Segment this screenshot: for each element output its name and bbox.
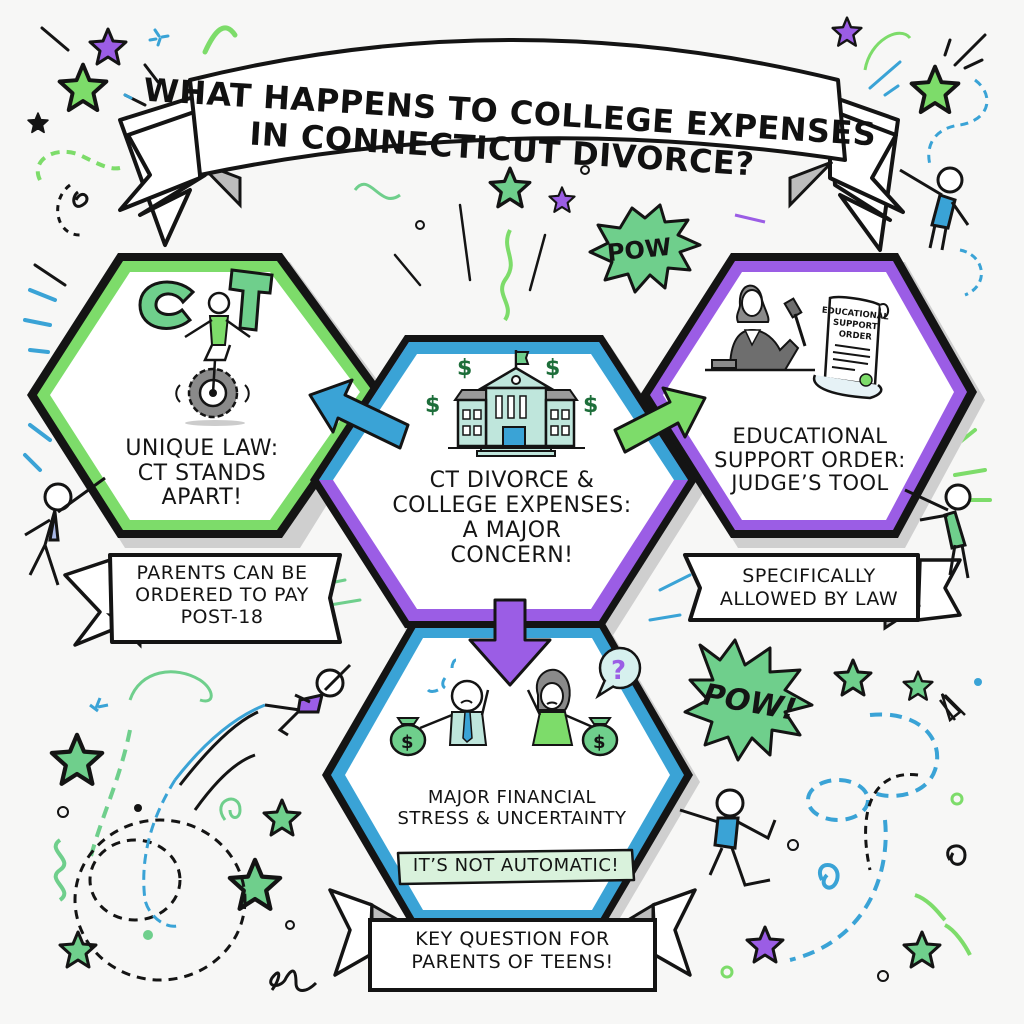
star-icon bbox=[52, 735, 102, 784]
left-node-line-1: UNIQUE LAW: bbox=[125, 436, 279, 461]
center-node-text: CT DIVORCE & COLLEGE EXPENSES: A MAJOR C… bbox=[352, 468, 672, 568]
banner-right-line-1: SPECIFICALLY bbox=[742, 565, 876, 587]
banner-right-text: SPECIFICALLY ALLOWED BY LAW bbox=[700, 565, 918, 611]
arrow-to-bottom bbox=[468, 598, 552, 687]
svg-text:SUPPORT: SUPPORT bbox=[832, 318, 878, 333]
star-icon bbox=[745, 925, 785, 964]
stick-figure-running bbox=[679, 788, 777, 887]
banner-left-text: PARENTS CAN BE ORDERED TO PAY POST-18 bbox=[112, 562, 332, 629]
right-node-line-3: JUDGE’S TOOL bbox=[731, 471, 889, 496]
star-icon bbox=[831, 16, 863, 47]
svg-text:$: $ bbox=[401, 732, 414, 753]
right-node-text: EDUCATIONAL SUPPORT ORDER: JUDGE’S TOOL bbox=[690, 424, 930, 496]
hex-bottom bbox=[322, 620, 693, 928]
title-banner bbox=[118, 38, 905, 252]
arrow-to-right bbox=[613, 386, 707, 454]
center-node-line-2: COLLEGE EXPENSES: bbox=[392, 493, 632, 519]
star-icon bbox=[262, 798, 302, 837]
svg-text:$: $ bbox=[425, 393, 440, 418]
banner-left-shape bbox=[63, 553, 342, 649]
svg-text:POW: POW bbox=[606, 233, 673, 268]
banner-bottom-text: KEY QUESTION FOR PARENTS OF TEENS! bbox=[370, 928, 655, 974]
svg-text:$: $ bbox=[583, 393, 598, 418]
stick-figure-left bbox=[24, 476, 106, 586]
center-node-line-1: CT DIVORCE & bbox=[429, 468, 595, 493]
stick-figure-right bbox=[904, 483, 972, 579]
bottom-node-text: MAJOR FINANCIAL STRESS & UNCERTAINTY bbox=[382, 787, 642, 829]
college-building-icon: $ $ $ $ bbox=[425, 350, 598, 457]
pow-burst-bottom: POW! bbox=[683, 638, 814, 762]
stick-figure-flying bbox=[264, 663, 352, 737]
banner-left-line-3: POST-18 bbox=[180, 605, 264, 628]
left-node-text: UNIQUE LAW: CT STANDS APART! bbox=[92, 436, 312, 511]
pow-burst-top: POW bbox=[588, 203, 702, 294]
star-icon bbox=[833, 658, 873, 697]
svg-text:$: $ bbox=[457, 356, 472, 381]
question-mark-icon: ? bbox=[611, 656, 626, 686]
right-node-line-2: SUPPORT ORDER: bbox=[714, 447, 906, 472]
center-node-line-3: A MAJOR bbox=[462, 518, 562, 544]
banner-right-shape bbox=[683, 553, 962, 631]
star-icon bbox=[909, 64, 961, 115]
banner-right-line-2: ALLOWED BY LAW bbox=[719, 587, 899, 610]
star-icon bbox=[902, 670, 934, 701]
arrow-to-left bbox=[308, 378, 410, 450]
svg-text:ORDER: ORDER bbox=[838, 329, 872, 342]
banner-bottom-line-1: KEY QUESTION FOR bbox=[415, 928, 610, 950]
svg-text:$: $ bbox=[545, 356, 560, 381]
star-icon bbox=[58, 930, 98, 969]
judge-gavel-icon: EDUCATIONAL SUPPORT ORDER bbox=[705, 284, 890, 400]
bottom-node-line-1: MAJOR FINANCIAL bbox=[427, 787, 597, 808]
star-icon bbox=[902, 930, 942, 969]
not-automatic-tag: IT’S NOT AUTOMATIC! bbox=[412, 855, 620, 876]
ct-letters-unicycle-icon bbox=[138, 268, 274, 426]
hex-right bbox=[640, 253, 977, 538]
svg-text:$: $ bbox=[593, 732, 606, 753]
stressed-parents-money-bags-icon: $ $ ? bbox=[389, 646, 642, 757]
banner-bottom-line-2: PARENTS OF TEENS! bbox=[411, 950, 614, 973]
star-icon bbox=[88, 27, 128, 66]
star-icon bbox=[548, 186, 576, 213]
bottom-node-line-2: STRESS & UNCERTAINTY bbox=[397, 807, 627, 829]
banner-left-line-2: ORDERED TO PAY bbox=[135, 583, 309, 606]
right-node-line-1: EDUCATIONAL bbox=[732, 424, 888, 448]
dollar-sign-icons: $ $ $ $ bbox=[425, 356, 598, 418]
stick-figure-top-right bbox=[899, 166, 970, 251]
banner-bottom-shape bbox=[328, 888, 697, 992]
center-node-line-4: CONCERN! bbox=[450, 543, 574, 569]
left-node-line-2: CT STANDS bbox=[137, 460, 267, 486]
left-node-line-3: APART! bbox=[161, 485, 243, 511]
not-automatic-tag-shape bbox=[396, 848, 636, 886]
star-icon bbox=[488, 166, 532, 209]
banner-left-line-1: PARENTS CAN BE bbox=[136, 562, 308, 584]
